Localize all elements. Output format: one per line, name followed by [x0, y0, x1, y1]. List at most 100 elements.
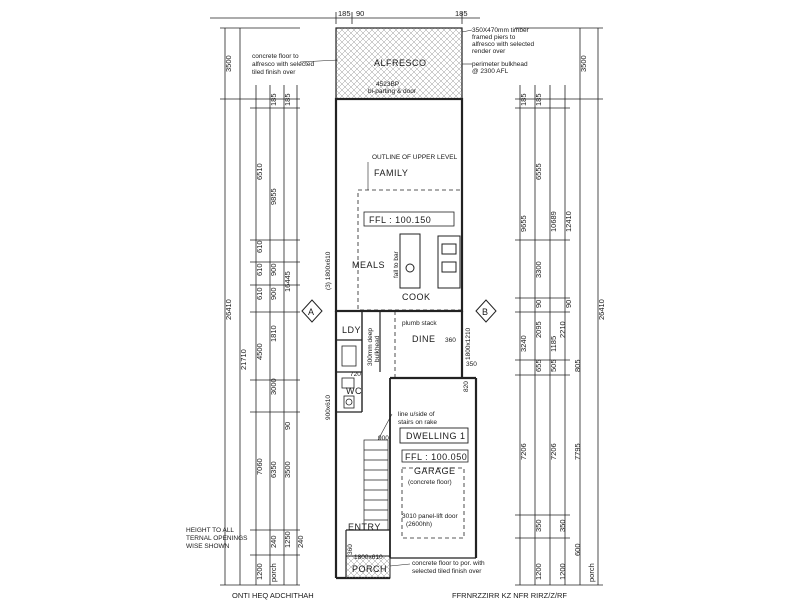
svg-text:alfresco with selected: alfresco with selected [472, 41, 535, 48]
dim-left-9855: 9855 [269, 188, 278, 205]
right-dimension-labels: 3500 26410 185 185 6555 9655 10689 12410… [519, 55, 606, 582]
svg-text:tiled finish over: tiled finish over [252, 69, 296, 76]
note-bulkhead-1: 300mm deep [367, 328, 374, 366]
dim-top-185b: 185 [455, 9, 468, 18]
dim-right-porch: porch [587, 563, 596, 582]
dim-right-7206b: 7206 [549, 443, 558, 460]
bottom-right-text: FFRNRZZIRR KZ NFR RIRZ/Z/RF [452, 591, 567, 600]
dim-left-1200: 1200 [255, 563, 264, 580]
porch-opening: 1800x610 [354, 554, 383, 561]
room-porch: PORCH [352, 564, 387, 574]
dim-right-505: 505 [549, 359, 558, 372]
dim-right-600: 600 [573, 543, 582, 556]
stairs [363, 439, 389, 531]
dim-left-185a: 185 [269, 93, 278, 106]
wet-area-fixtures [341, 345, 357, 409]
room-entry: ENTRY [348, 522, 381, 532]
dim-right-7795: 7795 [573, 443, 582, 460]
right-dimension-rails [515, 27, 603, 586]
porch-floor-2: selected tiled finish over [412, 568, 482, 575]
dim-left-185b: 185 [283, 93, 292, 106]
dim-right-3300: 3300 [534, 261, 543, 278]
svg-text:concrete floor to: concrete floor to [252, 53, 299, 60]
dim-inner-360: 360 [445, 337, 456, 344]
svg-text:B: B [482, 307, 489, 317]
note-stairs-2: stairs on rake [398, 419, 437, 426]
level-box-main [363, 211, 455, 227]
dim-inner-360b: 360 [347, 544, 354, 555]
dim-left-900b: 900 [269, 287, 278, 300]
left-dimension-labels: 26410 21710 3500 185 185 6510 9855 16445… [224, 55, 305, 582]
dim-left-16445: 16445 [283, 271, 292, 292]
dim-inner-900: 900 [378, 435, 389, 442]
room-ldy: LDY [342, 325, 361, 335]
svg-text:alfresco with selected: alfresco with selected [252, 61, 315, 68]
kitchen-island [399, 233, 461, 289]
door-note-2: bi-parting & door [368, 88, 417, 95]
dim-left-3500: 3500 [224, 55, 233, 72]
section-marker-b: B [475, 299, 497, 323]
dim-left-mid: 21710 [239, 349, 248, 370]
note-bulkhead-2: bulkhead [374, 335, 381, 362]
dim-left-900a: 900 [269, 263, 278, 276]
garage-floor-note: (concrete floor) [408, 479, 452, 486]
dim-right-90b: 90 [564, 300, 573, 308]
room-alfresco: ALFRESCO [374, 58, 427, 68]
dim-top-185: 185 [338, 9, 351, 18]
room-dine: DINE [412, 334, 436, 344]
top-dimensions: 185 90 185 [210, 9, 480, 24]
window-dine: 1800x1210 [465, 327, 472, 360]
window-side: 900x610 [325, 395, 332, 420]
dim-left-6350: 6350 [269, 461, 278, 478]
dim-right-350b: 350 [558, 519, 567, 532]
dim-left-6510: 6510 [255, 163, 264, 180]
dim-inner-820: 820 [463, 381, 470, 392]
note-plumb: plumb stack [402, 320, 437, 327]
dim-right-6555: 6555 [534, 163, 543, 180]
note-fall-bar: fall to bar [393, 250, 400, 278]
window-meals: (3) 1800x610 [325, 251, 332, 290]
height-note-3: WISE SHOWN [186, 543, 230, 550]
left-dimension-rails [220, 27, 300, 586]
dim-left-outer: 26410 [224, 299, 233, 320]
room-dwelling: DWELLING 1 [406, 431, 466, 441]
bottom-left-text: ONTI HEQ ADCHITHAH [232, 591, 314, 600]
dim-right-outer: 26410 [597, 299, 606, 320]
porch-area [345, 555, 391, 579]
room-garage: GARAGE [414, 466, 456, 476]
room-meals: MEALS [352, 260, 385, 270]
dim-left-90: 90 [283, 422, 292, 430]
svg-text:perimeter bulkhead: perimeter bulkhead [472, 61, 528, 68]
dim-right-12410: 12410 [564, 211, 573, 232]
dim-left-3000: 3000 [269, 378, 278, 395]
dim-right-3240: 3240 [519, 335, 528, 352]
dim-left-240b: 240 [296, 535, 305, 548]
dim-right-350a: 350 [534, 519, 543, 532]
door-note-1: 4523BP [376, 81, 399, 88]
dim-right-10689: 10689 [549, 211, 558, 232]
svg-text:render over: render over [472, 48, 506, 55]
note-alfresco-floor: concrete floor to alfresco with selected… [252, 53, 339, 76]
svg-text:@ 2300 AFL: @ 2300 AFL [472, 68, 509, 75]
dim-right-2210: 2210 [558, 321, 567, 338]
svg-text:framed piers to: framed piers to [472, 34, 516, 41]
note-stairs-1: line u/side of [398, 411, 435, 418]
room-wc: WC [346, 386, 362, 396]
dwelling-box [399, 427, 469, 444]
dim-right-90a: 90 [534, 300, 543, 308]
level-garage: FFL : 100.050 [405, 452, 467, 462]
panel-door-1: 3010 panel-lift door [402, 513, 458, 520]
dim-right-655: 655 [534, 359, 543, 372]
dim-left-4500: 4500 [255, 343, 264, 360]
level-main: FFL : 100.150 [369, 215, 431, 225]
dim-right-1200b: 1200 [558, 563, 567, 580]
height-note-1: HEIGHT TO ALL [186, 527, 234, 534]
dim-right-805: 805 [573, 359, 582, 372]
dim-right-1185: 1185 [549, 336, 558, 352]
dim-left-7060: 7060 [255, 458, 264, 475]
dim-right-7206a: 7206 [519, 443, 528, 460]
svg-text:350X470mm timber: 350X470mm timber [472, 27, 530, 34]
dim-left-610b: 610 [255, 263, 264, 276]
dim-left-240a: 240 [269, 535, 278, 548]
